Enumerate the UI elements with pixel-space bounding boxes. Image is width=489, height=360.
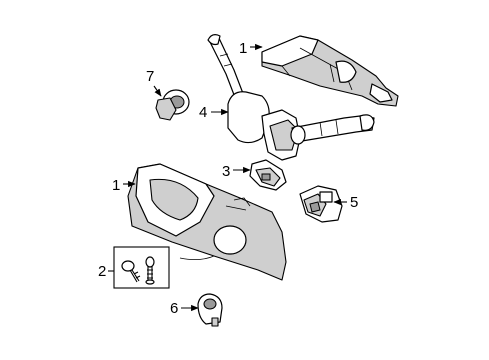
callout-3: 3 — [222, 163, 230, 180]
callout-1-upper: 1 — [239, 40, 247, 57]
callout-4: 4 — [199, 104, 207, 121]
screws-part-2 — [113, 246, 170, 289]
callout-6: 6 — [170, 300, 178, 317]
callout-5: 5 — [350, 194, 358, 211]
screw-right — [145, 256, 155, 285]
callout-7: 7 — [146, 68, 154, 85]
screw-left — [121, 260, 141, 283]
switch-part-5 — [299, 185, 343, 223]
upper-column-cover — [261, 35, 399, 107]
sensor-part-6 — [197, 293, 223, 327]
clip-part-7 — [155, 89, 190, 121]
callout-1-lower: 1 — [112, 177, 120, 194]
lower-column-cover — [127, 163, 287, 281]
combination-switch — [207, 34, 375, 161]
connector-part-3 — [249, 159, 287, 191]
callout-2: 2 — [98, 263, 106, 280]
